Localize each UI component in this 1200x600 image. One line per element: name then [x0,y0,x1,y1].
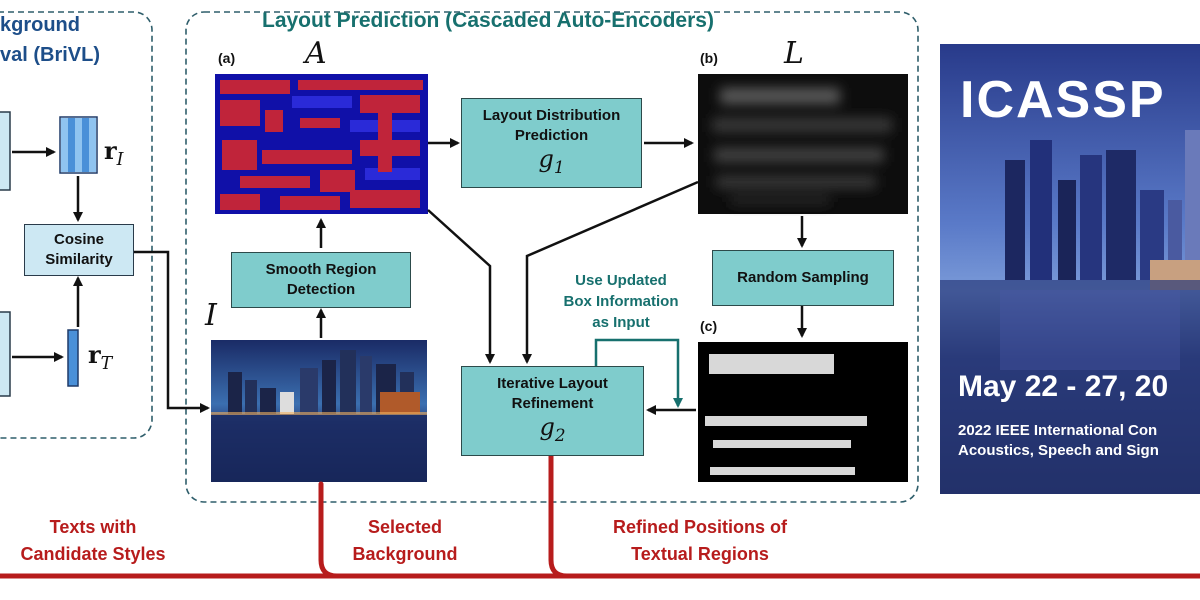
texts-label: Texts with Candidate Styles [20,517,166,564]
cosine-line1: Cosine [53,231,104,248]
iterative-line1: Iterative Layout [497,375,608,393]
label-b: (b) [700,50,718,66]
sampled-boxes-image [698,342,908,482]
poster-line2: Acoustics, Speech and Sign [958,442,1159,459]
poster-date: May 22 - 27, 20 [958,370,1169,403]
layout-distribution-box: Layout Distribution Prediction g1 [461,98,642,188]
poster-text-clip: ICASSP May 22 - 27, 20 2022 IEEE Interna… [940,44,1200,494]
g1-symbol: g1 [538,145,565,177]
image-vector-label: rI [104,136,124,171]
note-line1: Use Updated [575,272,667,289]
g2-symbol: g2 [539,413,566,445]
label-c: (c) [700,318,718,334]
background-label: Selected Background [352,517,458,564]
background-photo [211,340,427,482]
layout-box-line1: Layout Distribution [482,107,621,125]
saliency-map-image [215,74,428,214]
smooth-region-box: Smooth Region Detection [231,252,411,308]
left-panel-title-line1: kground [0,14,80,36]
poster-line1: 2022 IEEE International Con [958,422,1158,439]
smooth-line1: Smooth Region [265,261,377,278]
output-path [0,453,1200,579]
text-vector-label: rT [88,340,113,375]
var-A: A [305,36,327,71]
note-line3: as Input [592,314,650,331]
poster-title: ICASSP [960,71,1166,129]
iterative-refinement-box: Iterative Layout Refinement g2 [461,366,644,456]
conference-poster [940,44,1200,494]
left-panel-frame [0,11,153,439]
random-sampling-box: Random Sampling [712,250,894,306]
main-panel-title: Layout Prediction (Cascaded Auto-Encoder… [262,9,714,32]
cosine-similarity-box: Cosine Similarity [24,224,134,276]
smooth-line2: Detection [286,281,356,298]
image-encoder-shape [0,111,11,191]
text-encoder-shape [0,311,11,397]
feedback-note: Use Updated Box Information as Input [546,270,696,333]
left-panel-title-line2: val (BriVL) [0,44,101,66]
image-vector-bars [59,116,98,174]
refined-label: Refined Positions of Textual Regions [612,517,787,564]
layout-distribution-image [698,74,908,214]
layout-box-line2: Prediction [514,127,589,145]
text-vector-bar [67,329,79,387]
var-I: I [205,298,217,333]
label-a: (a) [218,50,236,66]
note-line2: Box Information [563,293,679,310]
iterative-line2: Refinement [511,395,594,413]
var-L: L [784,36,804,71]
cosine-line2: Similarity [45,251,113,268]
